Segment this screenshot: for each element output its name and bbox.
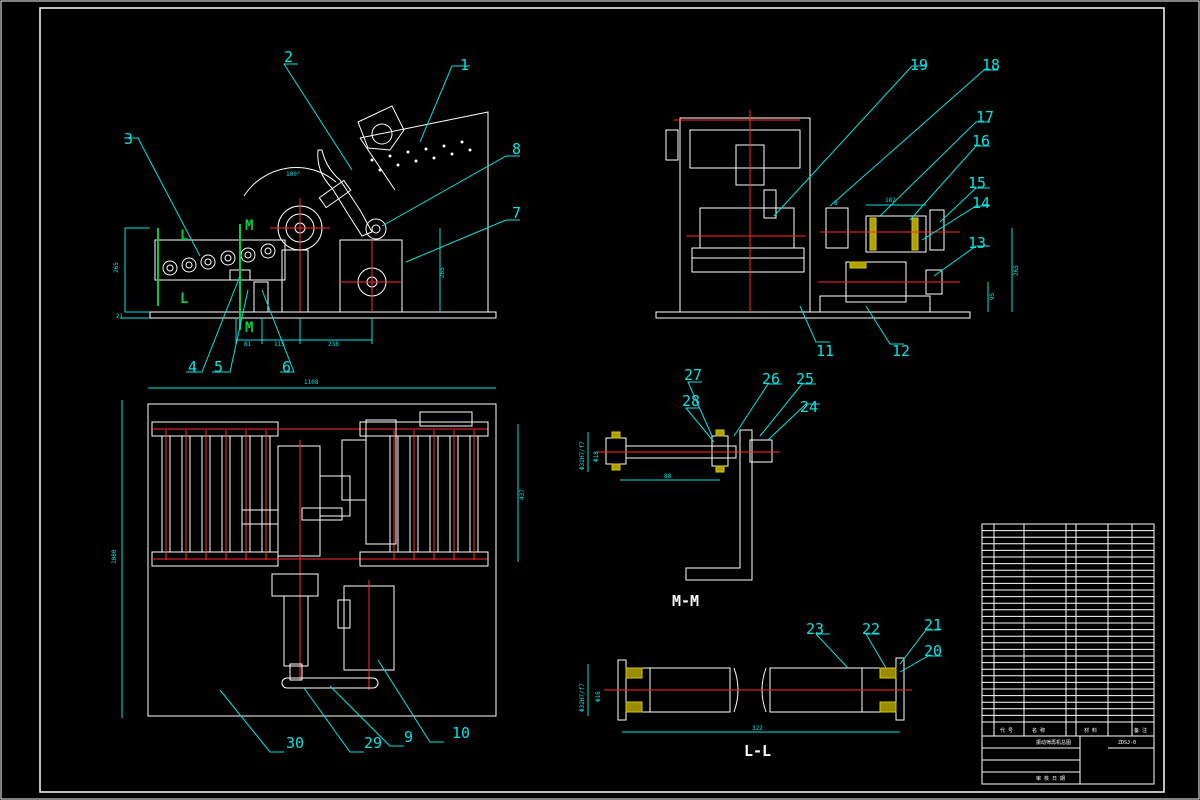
side-view: [655, 110, 1013, 319]
table-header-material: 材 料: [1084, 727, 1097, 734]
dim-front-height-right: 265: [439, 267, 446, 278]
dim-front-height-left: 265: [113, 262, 120, 273]
dim-side-w: 182: [885, 197, 896, 204]
part-label-16: 16: [972, 132, 990, 150]
dim-angle: 100°: [286, 171, 300, 178]
dim-ll-len: 322: [752, 725, 763, 732]
drawing-title: 振动筛再机总图: [1036, 739, 1071, 746]
dim-mm-d1: Φ32H7/f7: [579, 441, 586, 470]
part-label-19: 19: [910, 56, 928, 74]
section-title-ll: L-L: [744, 742, 771, 760]
sign-row: 审 核 日 期: [1036, 775, 1065, 782]
dim-front-base: 21: [116, 313, 124, 320]
leader-lines: [124, 63, 998, 753]
part-label-13: 13: [968, 234, 986, 252]
section-letter-l-bottom: L: [180, 291, 188, 307]
part-label-23: 23: [806, 620, 824, 638]
part-label-4: 4: [188, 358, 197, 376]
section-letter-m-top: M: [245, 218, 253, 234]
dim-mm-d2: Φ18: [593, 451, 600, 462]
dim-side-d: 8: [834, 200, 838, 207]
drawing-number: ZDSJ-0: [1118, 740, 1136, 746]
part-label-2: 2: [284, 48, 293, 66]
part-label-7: 7: [512, 204, 521, 222]
dim-ll-d2: Φ16: [595, 691, 602, 702]
part-label-3: 3: [124, 130, 133, 148]
section-mm-view: [587, 429, 780, 581]
front-view: [120, 105, 497, 344]
table-header-code: 代 号: [1000, 727, 1013, 734]
section-ll-view: [587, 657, 912, 733]
dim-front-b2: 115: [274, 341, 285, 348]
section-letter-l-top: L: [180, 228, 188, 244]
part-label-30: 30: [286, 734, 304, 752]
part-label-11: 11: [816, 342, 834, 360]
section-letter-m-bottom: M: [245, 320, 253, 336]
part-label-28: 28: [682, 392, 700, 410]
dim-plan-width: 1108: [304, 379, 319, 386]
part-label-14: 14: [972, 194, 990, 212]
inner-border: [39, 7, 1165, 793]
parts-list-table: [981, 523, 1155, 785]
part-label-6: 6: [282, 358, 291, 376]
part-label-10: 10: [452, 724, 470, 742]
part-label-22: 22: [862, 620, 880, 638]
dim-side-h2: 95: [989, 292, 996, 300]
part-label-26: 26: [762, 370, 780, 388]
part-label-9: 9: [404, 728, 413, 746]
part-label-24: 24: [800, 398, 818, 416]
dim-mm-len: 88: [664, 473, 672, 480]
section-title-mm: M-M: [672, 592, 699, 610]
part-label-15: 15: [968, 174, 986, 192]
dim-plan-right: 437: [519, 489, 526, 500]
part-label-12: 12: [892, 342, 910, 360]
table-header-name: 名 称: [1032, 727, 1045, 734]
dim-side-h: 265: [1013, 265, 1020, 276]
part-label-21: 21: [924, 616, 942, 634]
plan-view: [121, 387, 519, 718]
table-header-note: 备 注: [1134, 727, 1147, 734]
dim-plan-height: 1080: [111, 549, 118, 564]
part-label-1: 1: [460, 56, 469, 74]
part-label-29: 29: [364, 734, 382, 752]
part-label-27: 27: [684, 366, 702, 384]
dim-ll-d1: Φ32H7/f7: [579, 683, 586, 712]
part-label-8: 8: [512, 140, 521, 158]
part-label-18: 18: [982, 56, 1000, 74]
part-label-25: 25: [796, 370, 814, 388]
dim-front-b3: 238: [328, 341, 339, 348]
part-label-17: 17: [976, 108, 994, 126]
dim-front-b1: 81: [244, 341, 252, 348]
part-label-20: 20: [924, 642, 942, 660]
part-label-5: 5: [214, 358, 223, 376]
